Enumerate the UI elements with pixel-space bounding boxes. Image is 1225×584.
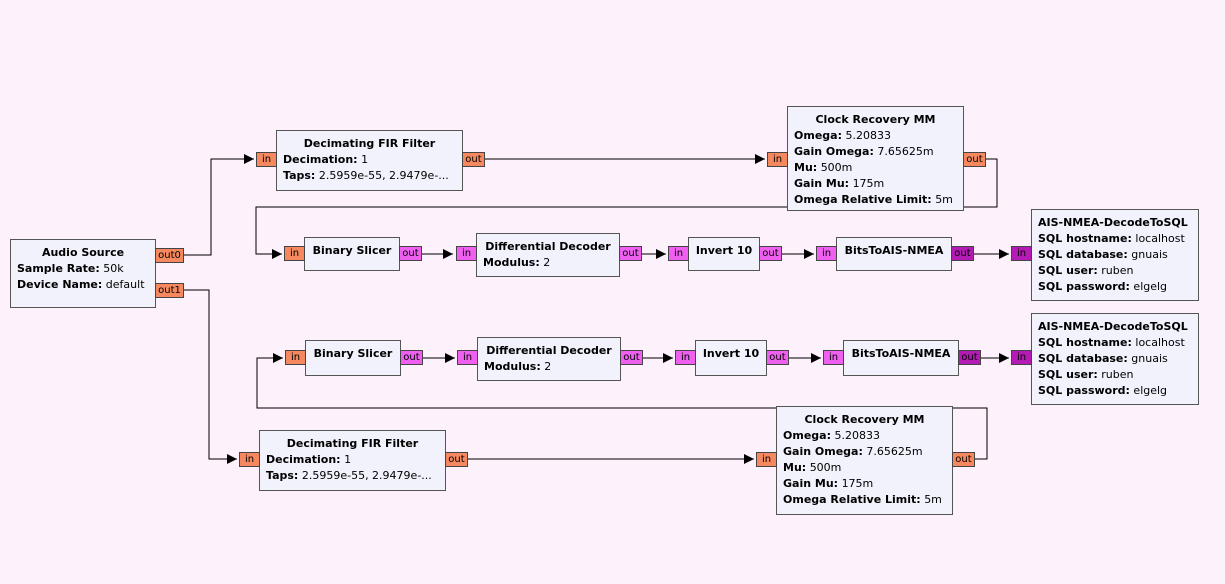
invert-10-block-2[interactable]: Invert 10 — [695, 340, 767, 376]
fir-1-out-port[interactable]: out — [462, 152, 485, 167]
param-omega-relative-limit: Omega Relative Limit: 5m — [783, 493, 942, 506]
param-gain-omega: Gain Omega: 7.65625m — [783, 445, 923, 458]
ais-nmea-decode-to-sql-block-2[interactable]: AIS-NMEA-DecodeToSQL SQL hostname: local… — [1031, 313, 1199, 405]
invert-10-block-1[interactable]: Invert 10 — [688, 237, 760, 271]
param-gain-omega: Gain Omega: 7.65625m — [794, 145, 934, 158]
block-title: Differential Decoder — [485, 240, 611, 253]
block-title: Decimating FIR Filter — [286, 437, 419, 450]
param-gain-mu: Gain Mu: 175m — [783, 477, 874, 490]
param-mu: Mu: 500m — [783, 461, 842, 474]
invert-2-out-port[interactable]: out — [766, 350, 789, 365]
clock-1-out-port[interactable]: out — [963, 152, 986, 167]
block-title: Invert 10 — [695, 244, 753, 257]
slicer-2-in-port[interactable]: in — [285, 350, 306, 365]
clock-recovery-mm-block-1[interactable]: Clock Recovery MM Omega: 5.20833 Gain Om… — [787, 106, 964, 211]
bits-1-out-port[interactable]: out — [951, 246, 974, 261]
block-title: Binary Slicer — [312, 244, 392, 257]
ais-nmea-decode-to-sql-block-1[interactable]: AIS-NMEA-DecodeToSQL SQL hostname: local… — [1031, 209, 1199, 301]
invert-1-in-port[interactable]: in — [668, 246, 689, 261]
bits-to-ais-nmea-block-2[interactable]: BitsToAIS-NMEA — [843, 340, 959, 376]
param-device-name: Device Name: default — [17, 278, 145, 291]
bits-2-out-port[interactable]: out — [958, 350, 981, 365]
decimating-fir-filter-block-2[interactable]: Decimating FIR Filter Decimation: 1 Taps… — [259, 430, 446, 491]
differential-decoder-block-1[interactable]: Differential Decoder Modulus: 2 — [476, 233, 620, 277]
bits-to-ais-nmea-block-1[interactable]: BitsToAIS-NMEA — [836, 237, 952, 271]
sql-2-in-port[interactable]: in — [1011, 350, 1032, 365]
param-decimation: Decimation: 1 — [283, 153, 369, 166]
block-title: Binary Slicer — [313, 347, 393, 360]
fir-2-in-port[interactable]: in — [239, 452, 260, 467]
clock-2-in-port[interactable]: in — [756, 452, 777, 467]
audio-source-out1-port[interactable]: out1 — [155, 283, 184, 298]
binary-slicer-block-1[interactable]: Binary Slicer — [304, 237, 400, 271]
block-title: Clock Recovery MM — [815, 113, 936, 126]
diff-2-in-port[interactable]: in — [457, 350, 478, 365]
param-modulus: Modulus: 2 — [484, 360, 552, 373]
param-omega-relative-limit: Omega Relative Limit: 5m — [794, 193, 953, 206]
param-sql-user: SQL user: ruben — [1038, 368, 1134, 381]
wire-audio-to-fir-1 — [184, 154, 254, 256]
param-omega: Omega: 5.20833 — [783, 429, 880, 442]
block-title: BitsToAIS-NMEA — [851, 347, 951, 360]
decimating-fir-filter-block-1[interactable]: Decimating FIR Filter Decimation: 1 Taps… — [276, 130, 463, 191]
block-title: Audio Source — [41, 246, 125, 259]
slicer-1-out-port[interactable]: out — [399, 246, 422, 261]
block-title: Differential Decoder — [486, 344, 612, 357]
bits-2-in-port[interactable]: in — [823, 350, 844, 365]
clock-2-out-port[interactable]: out — [952, 452, 975, 467]
block-title: Clock Recovery MM — [804, 413, 925, 426]
audio-source-out0-port[interactable]: out0 — [155, 248, 184, 263]
param-modulus: Modulus: 2 — [483, 256, 551, 269]
param-sample-rate: Sample Rate: 50k — [17, 262, 124, 275]
param-sql-database: SQL database: gnuais — [1038, 248, 1168, 261]
clock-1-in-port[interactable]: in — [767, 152, 788, 167]
invert-1-out-port[interactable]: out — [759, 246, 782, 261]
param-gain-mu: Gain Mu: 175m — [794, 177, 885, 190]
param-decimation: Decimation: 1 — [266, 453, 352, 466]
slicer-1-in-port[interactable]: in — [284, 246, 305, 261]
wire-clock-2-to-slicer-2 — [256, 353, 988, 460]
wire-clock-1-to-slicer-1 — [255, 158, 998, 259]
param-sql-hostname: SQL hostname: localhost — [1038, 232, 1185, 245]
audio-source-block[interactable]: Audio Source Sample Rate: 50k Device Nam… — [10, 239, 156, 308]
param-taps: Taps: 2.5959e-55, 2.9479e-... — [266, 469, 432, 482]
block-title: Invert 10 — [702, 347, 760, 360]
param-sql-user: SQL user: ruben — [1038, 264, 1134, 277]
diff-2-out-port[interactable]: out — [620, 350, 643, 365]
param-omega: Omega: 5.20833 — [794, 129, 891, 142]
block-title: AIS-NMEA-DecodeToSQL — [1038, 320, 1188, 333]
fir-1-in-port[interactable]: in — [256, 152, 277, 167]
sql-1-in-port[interactable]: in — [1011, 246, 1032, 261]
differential-decoder-block-2[interactable]: Differential Decoder Modulus: 2 — [477, 337, 621, 381]
block-title: BitsToAIS-NMEA — [844, 244, 944, 257]
clock-recovery-mm-block-2[interactable]: Clock Recovery MM Omega: 5.20833 Gain Om… — [776, 406, 953, 515]
param-taps: Taps: 2.5959e-55, 2.9479e-... — [283, 169, 449, 182]
invert-2-in-port[interactable]: in — [675, 350, 696, 365]
param-sql-password: SQL password: elgelg — [1038, 280, 1168, 293]
block-title: AIS-NMEA-DecodeToSQL — [1038, 216, 1188, 229]
diff-1-out-port[interactable]: out — [619, 246, 642, 261]
block-title: Decimating FIR Filter — [303, 137, 436, 150]
slicer-2-out-port[interactable]: out — [400, 350, 423, 365]
fir-2-out-port[interactable]: out — [445, 452, 468, 467]
param-mu: Mu: 500m — [794, 161, 853, 174]
diff-1-in-port[interactable]: in — [456, 246, 477, 261]
param-sql-database: SQL database: gnuais — [1038, 352, 1168, 365]
binary-slicer-block-2[interactable]: Binary Slicer — [305, 340, 401, 376]
wire-audio-to-fir-2 — [184, 289, 237, 464]
param-sql-password: SQL password: elgelg — [1038, 384, 1168, 397]
bits-1-in-port[interactable]: in — [816, 246, 837, 261]
param-sql-hostname: SQL hostname: localhost — [1038, 336, 1185, 349]
